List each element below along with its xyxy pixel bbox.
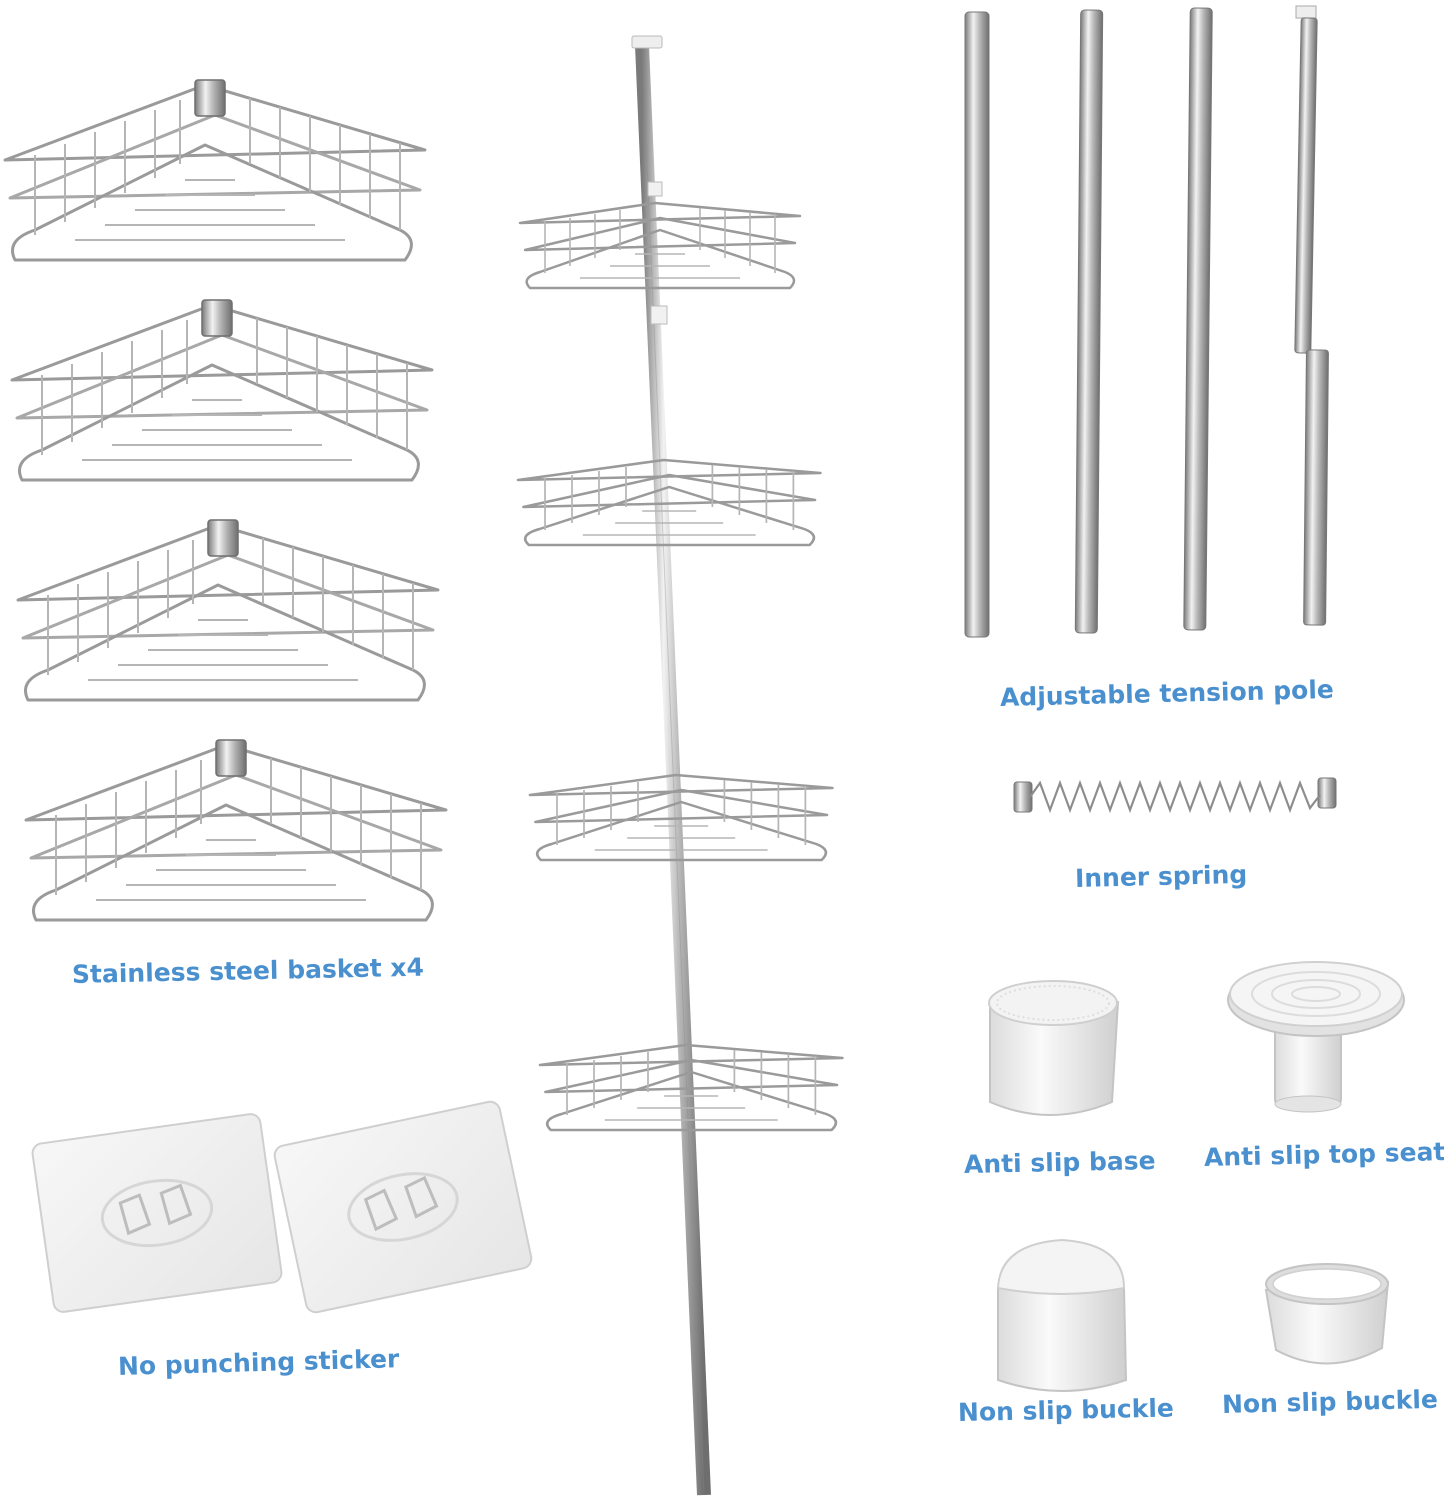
anti-slip-top-seat-shape <box>1227 961 1405 1113</box>
assembled-pole <box>516 35 844 1496</box>
non-slip-buckle-1-shape <box>996 1238 1128 1392</box>
label-anti-slip-base: Anti slip base <box>963 1145 1156 1179</box>
sticker-1 <box>29 1111 285 1315</box>
inner-spring-shape <box>1013 777 1337 814</box>
basket-2 <box>10 298 434 482</box>
sticker-2 <box>271 1098 535 1316</box>
basket-4 <box>24 738 448 922</box>
label-non-slip-buckle-2: Non slip buckle <box>1221 1384 1439 1419</box>
basket-1 <box>3 78 427 262</box>
pole-segments <box>964 5 1329 638</box>
label-anti-slip-top-seat: Anti slip top seat <box>1203 1137 1444 1172</box>
basket-3 <box>16 518 440 702</box>
label-spring: Inner spring <box>1074 859 1248 893</box>
anti-slip-base-shape <box>988 980 1120 1116</box>
label-non-slip-buckle-1: Non slip buckle <box>957 1393 1175 1427</box>
non-slip-buckle-2-shape <box>1264 1263 1390 1365</box>
